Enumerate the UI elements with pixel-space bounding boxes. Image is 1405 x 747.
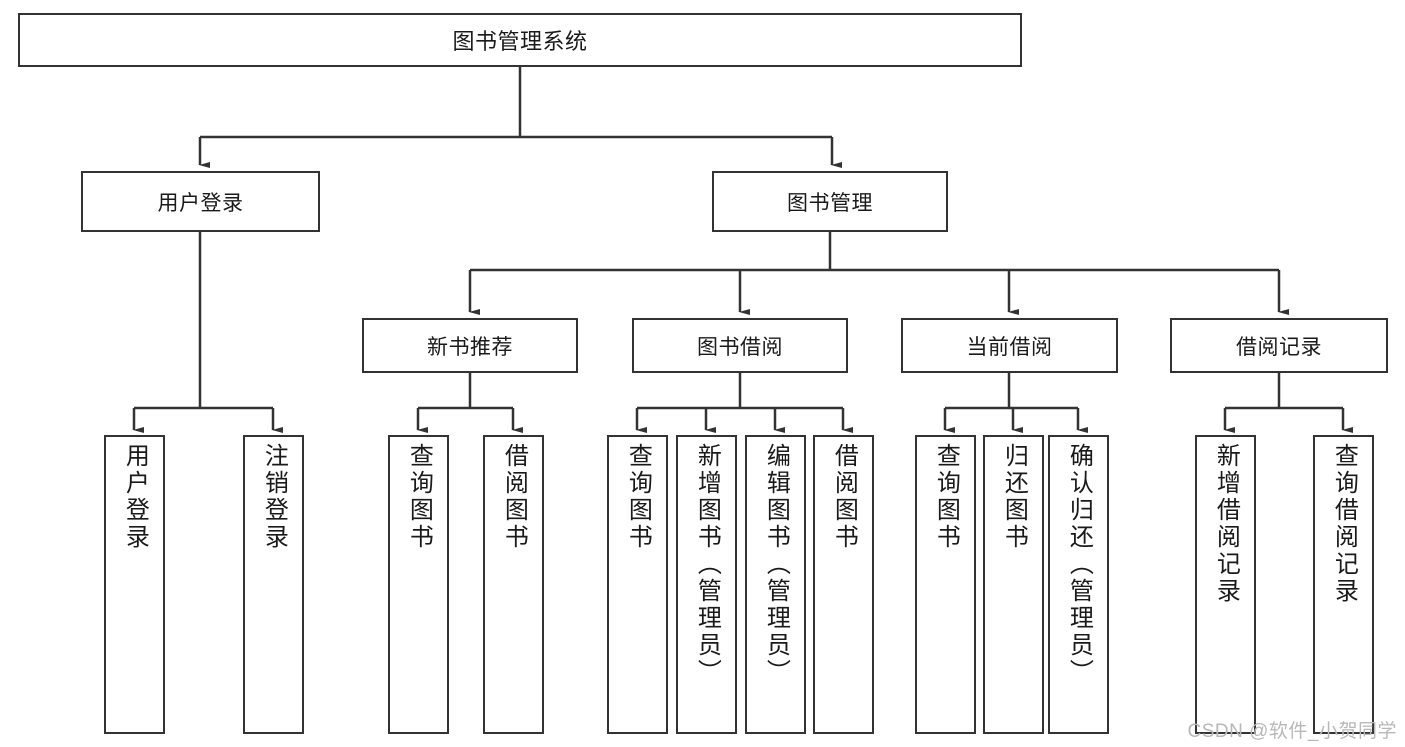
node-leaf-edit-book-label: 编辑图书（管理员） [762,443,790,686]
node-leaf-user-login-label: 用户登录 [121,443,149,551]
node-leaf-confirm-return[interactable]: 确认归还（管理员） [1048,435,1109,734]
node-leaf-add-book[interactable]: 新增图书（管理员） [676,435,737,734]
node-leaf-query-record-label: 查询借阅记录 [1330,443,1358,605]
node-book-manage-label: 图书管理 [787,191,873,215]
node-book-manage[interactable]: 图书管理 [712,171,948,232]
node-leaf-user-login[interactable]: 用户登录 [104,435,165,734]
node-leaf-return-book[interactable]: 归还图书 [983,435,1044,734]
node-leaf-add-record[interactable]: 新增借阅记录 [1195,435,1256,734]
watermark-text: CSDN @软件_小贺同学 [1187,721,1397,742]
node-leaf-borrow-book-rec[interactable]: 借阅图书 [483,435,544,734]
node-book-borrow-label: 图书借阅 [697,335,783,359]
node-book-borrow[interactable]: 图书借阅 [632,318,848,373]
node-root[interactable]: 图书管理系统 [18,13,1022,67]
edge-userlogin-to-leaves [132,232,283,433]
edge-currentborrow-to-leaves [943,373,1088,433]
node-user-login-label: 用户登录 [157,191,244,215]
node-leaf-query-book-borrow-label: 查询图书 [624,443,652,551]
node-current-borrow-label: 当前借阅 [966,335,1053,359]
node-new-book-rec-label: 新书推荐 [427,335,513,359]
edge-bookmanage-to-level3 [468,232,1289,315]
node-current-borrow[interactable]: 当前借阅 [901,318,1118,373]
node-leaf-query-book-rec[interactable]: 查询图书 [388,435,449,734]
node-leaf-borrow-book-label: 借阅图书 [830,443,858,551]
node-leaf-borrow-book-rec-label: 借阅图书 [500,443,528,551]
node-leaf-return-book-label: 归还图书 [1000,443,1028,551]
edge-borrowrecord-to-leaves [1223,373,1353,433]
node-leaf-logout-label: 注销登录 [260,443,288,551]
edge-newbook-to-leaves [416,373,523,433]
node-leaf-confirm-return-label: 确认归还（管理员） [1065,443,1093,686]
node-leaf-borrow-book[interactable]: 借阅图书 [813,435,874,734]
edge-root-to-level2 [198,67,842,168]
node-leaf-query-book-borrow[interactable]: 查询图书 [607,435,668,734]
node-leaf-query-book-cur-label: 查询图书 [932,443,960,551]
node-leaf-query-book-cur[interactable]: 查询图书 [915,435,976,734]
node-leaf-query-record[interactable]: 查询借阅记录 [1313,435,1374,734]
edge-bookborrow-to-leaves [635,373,853,433]
node-root-label: 图书管理系统 [452,29,588,54]
node-borrow-record-label: 借阅记录 [1236,335,1322,359]
node-borrow-record[interactable]: 借阅记录 [1170,318,1388,373]
node-leaf-edit-book[interactable]: 编辑图书（管理员） [745,435,806,734]
node-leaf-logout[interactable]: 注销登录 [243,435,304,734]
node-leaf-add-record-label: 新增借阅记录 [1212,443,1240,605]
node-leaf-add-book-label: 新增图书（管理员） [693,443,721,686]
node-new-book-rec[interactable]: 新书推荐 [362,318,578,373]
node-leaf-query-book-rec-label: 查询图书 [405,443,433,551]
node-user-login[interactable]: 用户登录 [81,171,320,232]
